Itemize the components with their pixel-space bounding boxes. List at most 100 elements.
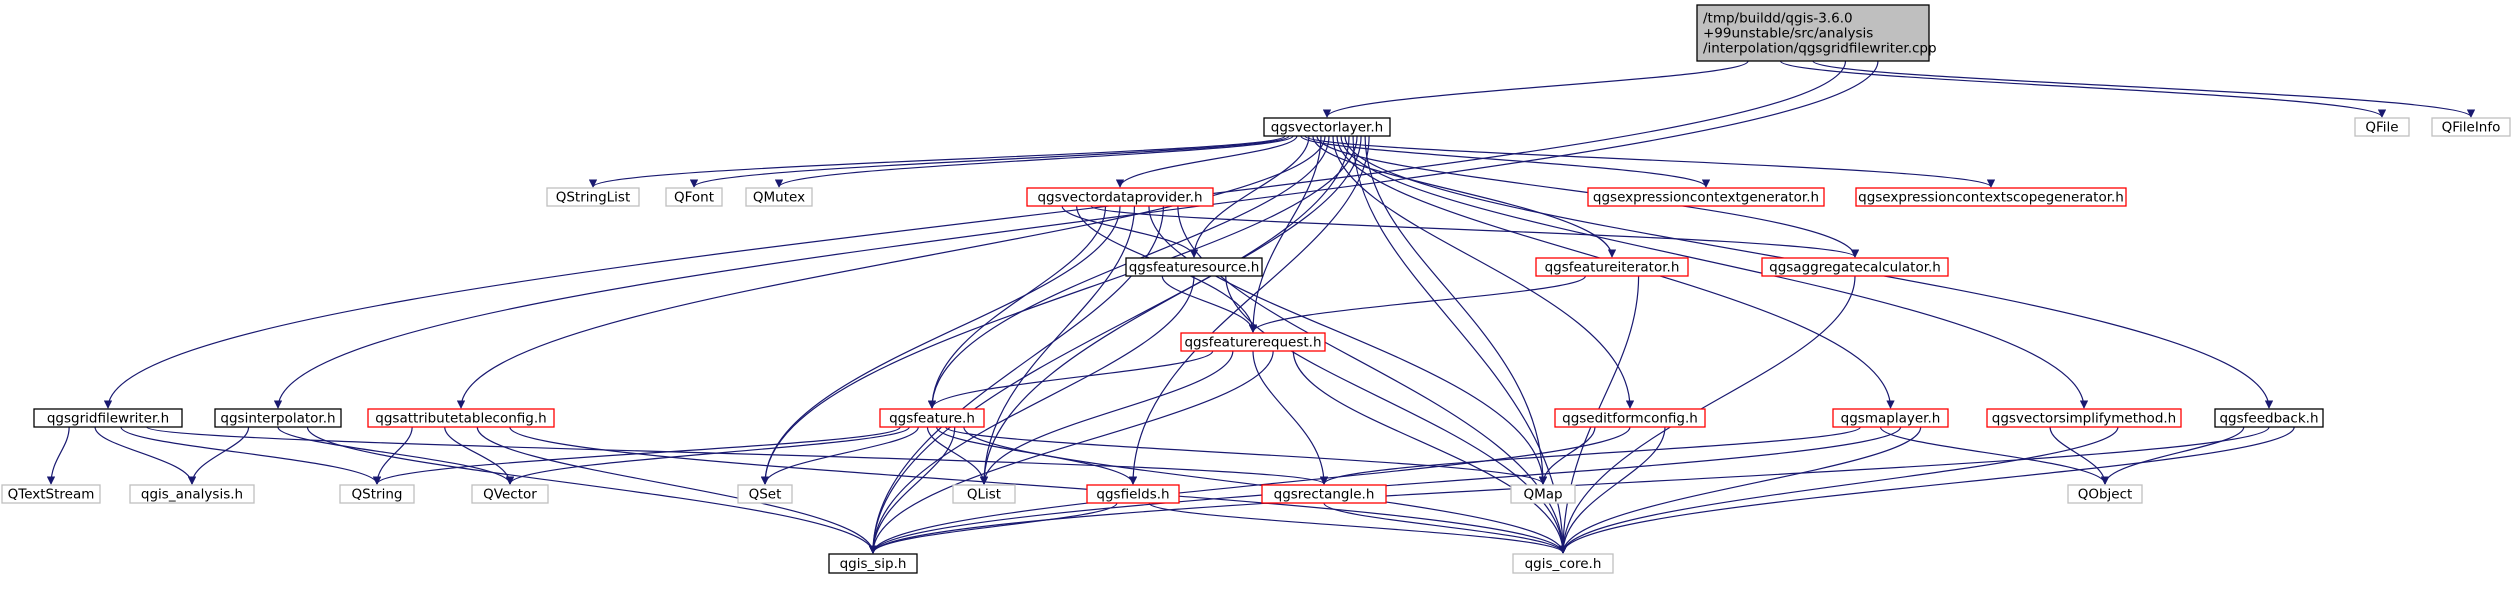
edge-qgsfeature-to-qstring bbox=[372, 426, 901, 485]
edge-root-to-qgsvectorlayer bbox=[1322, 60, 1749, 118]
node-label: qgsfeaturerequest.h bbox=[1184, 335, 1321, 351]
edge-qgsfeatureiterator-to-qgsfeaturerequest bbox=[1248, 275, 1586, 333]
node-box bbox=[2354, 117, 2410, 137]
node-label: qgsfeaturesource.h bbox=[1129, 260, 1260, 276]
node-box bbox=[1086, 484, 1180, 504]
node-label: qgsfeatureiterator.h bbox=[1545, 260, 1680, 276]
node-label: qgsfeedback.h bbox=[2219, 411, 2318, 427]
node-qgis-sip[interactable]: qgis_sip.h bbox=[828, 553, 918, 574]
node-qgsrectangle[interactable]: qgsrectangle.h bbox=[1261, 484, 1387, 504]
node-qgsmaplayer[interactable]: qgsmaplayer.h bbox=[1832, 408, 1949, 428]
node-qgsaggregatecalculator[interactable]: qgsaggregatecalculator.h bbox=[1761, 257, 1949, 277]
node-qgsfeedback[interactable]: qgsfeedback.h bbox=[2214, 408, 2324, 428]
node-label: QStringList bbox=[556, 190, 631, 206]
node-box bbox=[471, 484, 549, 504]
node-box bbox=[1696, 4, 1930, 62]
edge-qgsvectorlayer-to-qmap bbox=[1364, 135, 1548, 485]
edge-qgsfeature-to-qvector bbox=[505, 426, 910, 485]
node-qgsgridfilewriter[interactable]: qgsgridfilewriter.h bbox=[33, 408, 183, 428]
edge-qgsfeaturesource-to-qgis-core bbox=[1225, 275, 1568, 554]
node-label: QMap bbox=[1523, 487, 1562, 503]
edge-qgsfields-to-qgis-core bbox=[1148, 502, 1568, 554]
edge-qgsinterpolator-to-qgis-sip bbox=[306, 426, 878, 554]
edge-qgsvectordataprovider-to-qgis-sip bbox=[868, 205, 1164, 554]
node-label: QSet bbox=[749, 487, 782, 503]
edge-qgsvectordataprovider-to-qlist bbox=[979, 205, 1136, 485]
node-qmap[interactable]: QMap bbox=[1510, 484, 1576, 504]
node-qobject[interactable]: QObject bbox=[2067, 484, 2143, 504]
node-qgsvectorlayer[interactable]: qgsvectorlayer.h bbox=[1263, 117, 1391, 137]
node-label: qgseditformconfig.h bbox=[1562, 411, 1698, 427]
node-qgseditformconfig[interactable]: qgseditformconfig.h bbox=[1554, 408, 1706, 428]
node-label: QTextStream bbox=[8, 487, 95, 503]
node-qgsvectorsimplifymethod[interactable]: qgsvectorsimplifymethod.h bbox=[1986, 408, 2182, 428]
edge-qgsfeaturerequest-to-qlist bbox=[979, 350, 1234, 485]
node-box bbox=[1510, 484, 1576, 504]
edges-layer bbox=[46, 60, 2475, 554]
edge-qgsfeature-to-qmap bbox=[945, 426, 1548, 485]
node-qfile[interactable]: QFile bbox=[2354, 117, 2410, 137]
node-qgis-analysis[interactable]: qgis_analysis.h bbox=[129, 484, 255, 504]
node-label: QMutex bbox=[753, 190, 805, 206]
edge-qgsvectordataprovider-to-qgsfeaturesource bbox=[1061, 205, 1199, 258]
node-qgsexpressioncontextgenerator[interactable]: qgsexpressioncontextgenerator.h bbox=[1587, 187, 1825, 207]
edge-qgsmaplayer-to-qgis-sip bbox=[868, 426, 1902, 554]
node-qstring[interactable]: QString bbox=[339, 484, 415, 504]
edge-qgsattributetableconfig-to-qgis-core bbox=[509, 426, 1568, 554]
edge-qgsfeedback-to-qgis-core bbox=[1558, 426, 2295, 554]
node-label: qgis_sip.h bbox=[840, 556, 907, 572]
edge-qgsgridfilewriter-to-qgis-analysis bbox=[94, 426, 197, 485]
node-box bbox=[339, 484, 415, 504]
node-qmutex[interactable]: QMutex bbox=[745, 187, 813, 207]
node-qgsfeatureiterator[interactable]: qgsfeatureiterator.h bbox=[1535, 257, 1689, 277]
edge-qgsvectorlayer-to-qgsfeaturesource bbox=[1189, 135, 1310, 258]
node-qgsinterpolator[interactable]: qgsinterpolator.h bbox=[214, 408, 342, 428]
node-qtextstream[interactable]: QTextStream bbox=[1, 484, 101, 504]
edge-qgsattributetableconfig-to-qgis-sip bbox=[476, 426, 878, 554]
node-label: qgsvectordataprovider.h bbox=[1037, 190, 1202, 206]
edge-qgseditformconfig-to-qgis-sip bbox=[868, 426, 1631, 554]
node-qset[interactable]: QSet bbox=[737, 484, 793, 504]
node-label: QVector bbox=[483, 487, 537, 503]
node-qgsfields[interactable]: qgsfields.h bbox=[1086, 484, 1180, 504]
node-qstringlist[interactable]: QStringList bbox=[546, 187, 640, 207]
edge-qgsrectangle-to-qgis-core bbox=[1323, 502, 1568, 554]
edge-root-to-qfile bbox=[1779, 60, 2387, 118]
edge-qgsvectorlayer-to-qgsvectorsimplifymethod bbox=[1340, 135, 2089, 409]
edge-qgsfields-to-qgis-sip bbox=[868, 502, 1118, 554]
node-box bbox=[546, 187, 640, 207]
node-qgsattributetableconfig[interactable]: qgsattributetableconfig.h bbox=[367, 408, 555, 428]
node-qfileinfo[interactable]: QFileInfo bbox=[2431, 117, 2511, 137]
node-box bbox=[2067, 484, 2143, 504]
node-box bbox=[2431, 117, 2511, 137]
node-box bbox=[1, 484, 101, 504]
edge-qgsgridfilewriter-to-qstring bbox=[120, 426, 382, 485]
node-box bbox=[1512, 553, 1614, 574]
node-label: qgsaggregatecalculator.h bbox=[1769, 260, 1941, 276]
edge-qgsaggregatecalculator-to-qgis-core bbox=[1558, 275, 1856, 554]
edge-qgsfeaturesource-to-qgsfeaturerequest bbox=[1161, 275, 1258, 333]
node-label: qgsrectangle.h bbox=[1274, 487, 1375, 503]
node-label: qgis_core.h bbox=[1525, 556, 1602, 572]
node-box bbox=[1761, 257, 1949, 277]
node-qlist[interactable]: QList bbox=[952, 484, 1016, 504]
edge-qgsvectorlayer-to-qmutex bbox=[774, 135, 1294, 188]
node-qgsfeaturerequest[interactable]: qgsfeaturerequest.h bbox=[1180, 332, 1326, 352]
edge-qgsvectorlayer-to-qgsvectordataprovider bbox=[1115, 135, 1298, 188]
node-root[interactable]: /tmp/buildd/qgis-3.6.0+99unstable/src/an… bbox=[1696, 4, 1937, 62]
node-qgis-core[interactable]: qgis_core.h bbox=[1512, 553, 1614, 574]
node-qgsvectordataprovider[interactable]: qgsvectordataprovider.h bbox=[1026, 187, 1214, 207]
node-qfont[interactable]: QFont bbox=[665, 187, 723, 207]
edge-qgsvectorlayer-to-qset bbox=[760, 135, 1358, 485]
node-box bbox=[1026, 187, 1214, 207]
edge-root-to-qfileinfo bbox=[1812, 60, 2475, 118]
node-qgsfeaturesource[interactable]: qgsfeaturesource.h bbox=[1125, 257, 1263, 277]
node-box bbox=[737, 484, 793, 504]
edge-qgsgridfilewriter-to-qgsrectangle bbox=[146, 426, 1328, 485]
node-qgsfeature[interactable]: qgsfeature.h bbox=[879, 408, 985, 428]
node-box bbox=[879, 408, 985, 428]
node-box bbox=[1180, 332, 1326, 352]
node-qgsexpressioncontextscopegenerator[interactable]: qgsexpressioncontextscopegenerator.h bbox=[1855, 187, 2127, 207]
node-qvector[interactable]: QVector bbox=[471, 484, 549, 504]
